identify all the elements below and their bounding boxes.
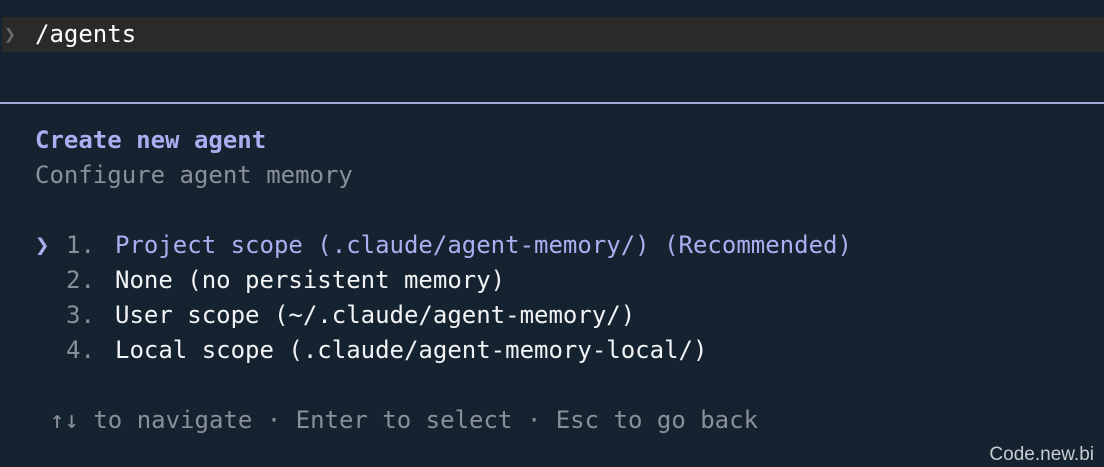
option-user-scope[interactable]: 3. User scope (~/.claude/agent-memory/)	[0, 298, 1104, 333]
option-number: 4.	[66, 336, 95, 364]
option-label: None (no persistent memory)	[115, 266, 506, 294]
option-number: 2.	[66, 266, 95, 294]
selection-pointer-icon: ❯	[35, 231, 50, 259]
option-label: Local scope (.claude/agent-memory-local/…	[115, 336, 708, 364]
prompt-chevron-icon: ❯	[4, 22, 17, 46]
option-none[interactable]: 2. None (no persistent memory)	[0, 263, 1104, 298]
option-number: 3.	[66, 301, 95, 329]
option-number: 1.	[66, 231, 95, 259]
watermark-text: Code.new.bi	[989, 444, 1094, 465]
memory-scope-options: ❯ 1. Project scope (.claude/agent-memory…	[0, 228, 1104, 368]
command-input-text[interactable]: /agents	[35, 20, 137, 48]
dialog-title: Create new agent	[35, 126, 267, 154]
option-label: Project scope (.claude/agent-memory/) (R…	[115, 231, 852, 259]
option-project-scope[interactable]: ❯ 1. Project scope (.claude/agent-memory…	[0, 228, 1104, 263]
keyboard-help-text: ↑↓ to navigate · Enter to select · Esc t…	[50, 406, 759, 434]
dialog-subtitle: Configure agent memory	[35, 161, 353, 189]
option-local-scope[interactable]: 4. Local scope (.claude/agent-memory-loc…	[0, 333, 1104, 368]
command-prompt-bar[interactable]: ❯ /agents	[2, 17, 1104, 52]
dialog-divider	[0, 102, 1104, 104]
option-label: User scope (~/.claude/agent-memory/)	[115, 301, 636, 329]
